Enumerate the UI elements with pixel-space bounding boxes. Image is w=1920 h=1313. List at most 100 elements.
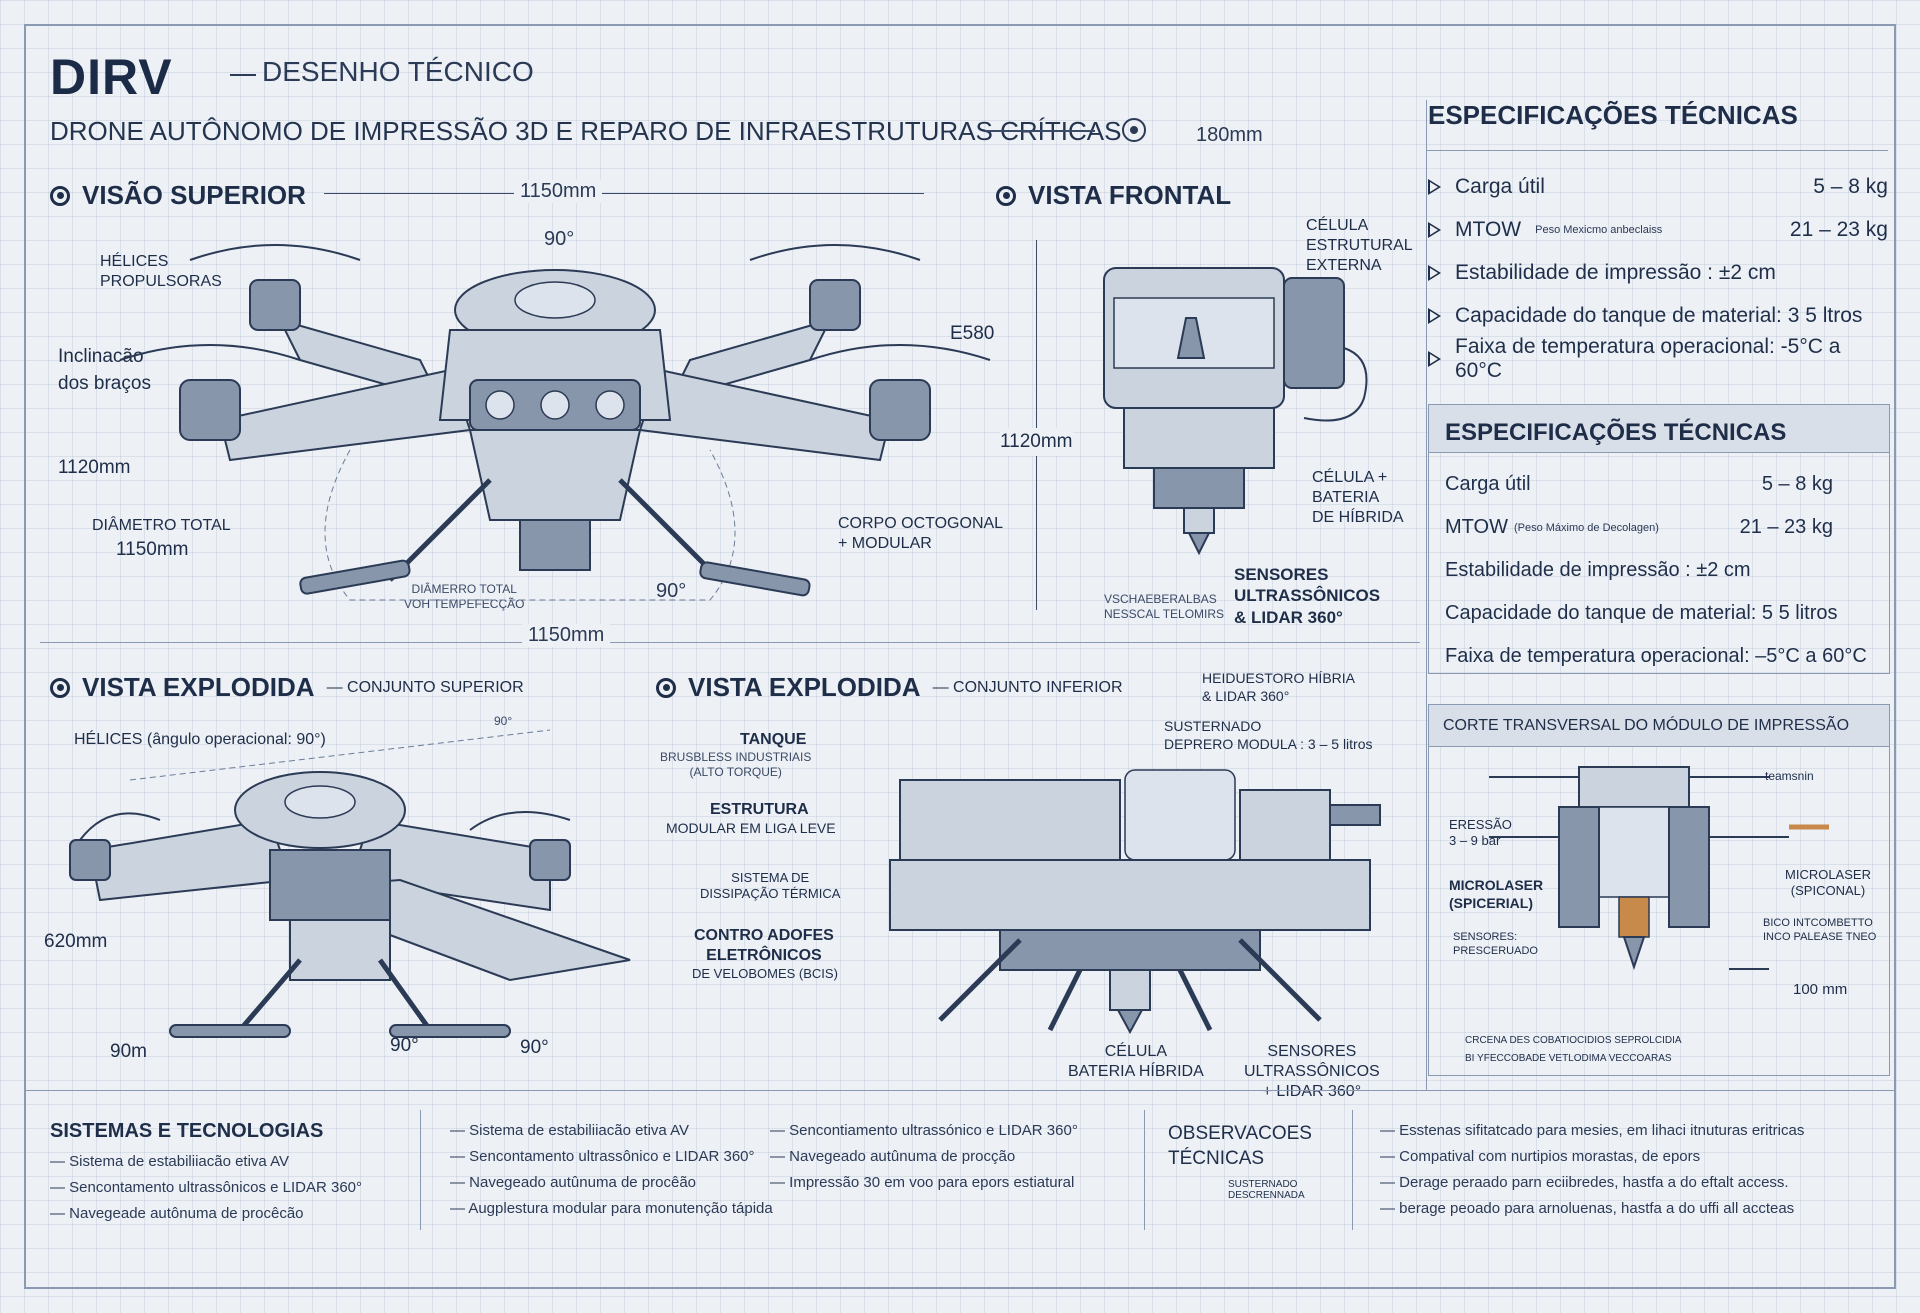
subtitle-measure: 180mm: [1196, 124, 1263, 146]
label-teams: teamsnin: [1765, 769, 1814, 783]
list-item: — Compatival com nurtipios morastas, de …: [1380, 1148, 1701, 1165]
exp-height: 620mm: [44, 931, 108, 952]
label-tanque: TANQUE: [740, 731, 807, 748]
list-item: — Navegeado autûnuma de procção: [770, 1148, 1016, 1165]
label-pressao: ERESSÃO 3 – 9 bar: [1449, 817, 1512, 849]
label-helices-exp: HÉLICES (ângulo operacional: 90°): [74, 731, 326, 748]
section-marker-icon: [996, 185, 1016, 206]
label-estrutura: ESTRUTURA: [710, 801, 809, 818]
front-dim-line: [1036, 240, 1037, 610]
specs-panel-2: ESPECIFICAÇÕES TÉCNICAS Carga útil 5 – 8 …: [1428, 404, 1890, 674]
label-hib: HEIDUESTORO HÍBRIA & LIDAR 360°: [1202, 670, 1355, 704]
label-diametro: DIÂMETRO TOTAL: [92, 517, 231, 534]
notes-col: OBSERVACOES TÉCNICAS SUSTERNADO DESCRENN…: [1168, 1122, 1312, 1201]
spec-label: Carga útil: [1455, 174, 1545, 198]
spec-value: 5 – 8 kg: [1761, 473, 1833, 495]
triangle-bullet-icon: [1428, 307, 1441, 324]
label-modular: MODULAR EM LIGA LEVE: [666, 820, 836, 836]
angle-top: 90°: [544, 228, 575, 250]
spec-row: Faixa de temperatura operacional: –5°C a…: [1429, 635, 1889, 678]
doc-type: DESENHO TÉCNICO: [262, 56, 534, 87]
drone-top-drawing: [119, 244, 991, 601]
list-item: — Sencontiamento ultrassónico e LIDAR 36…: [770, 1122, 1078, 1139]
label-microlaser-r: MICROLASER (SPICONAL): [1785, 867, 1871, 899]
spec-value: 5 – 8 kg: [1813, 174, 1888, 198]
notes-small: SUSTERNADO DESCRENNADA: [1228, 1179, 1305, 1202]
exploded-top-title: VISTA EXPLODIDA — CONJUNTO SUPERIOR: [50, 672, 524, 703]
label-sensores-exp: SENSORES ULTRASSÔNICOS + LIDAR 360°: [1244, 1043, 1380, 1100]
exploded-bottom-drawing: [889, 769, 1381, 1035]
spec-label: MTOW: [1455, 217, 1522, 241]
spec-label: MTOW: [1445, 516, 1508, 538]
label-sensores-front: SENSORES ULTRASSÔNICOS & LIDAR 360°: [1234, 565, 1381, 627]
dim-line-top: [324, 193, 924, 194]
exp-width: 90m: [110, 1041, 147, 1062]
label-brushless: BRUSBLESS INDUSTRIAIS (ALTO TORQUE): [660, 750, 812, 779]
height-left: 1120mm: [58, 457, 131, 478]
top-view-title: VISÃO SUPERIOR: [50, 180, 306, 211]
spec-row: Carga útil 5 – 8 kg: [1429, 463, 1889, 506]
specs-title-2: ESPECIFICAÇÕES TÉCNICAS: [1429, 405, 1889, 453]
label-e580: E580: [950, 323, 995, 344]
col-sep-2: [1144, 1110, 1145, 1230]
triangle-bullet-icon: [1428, 264, 1441, 281]
list-item: — Sistema de estabiliiacão etiva AV: [50, 1153, 290, 1170]
spec-row: Capacidade do tanque de material: 5 5 li…: [1429, 592, 1889, 635]
label-corpo: CORPO OCTOGONAL + MODULAR: [838, 515, 1004, 552]
spec-label: Capacidade do tanque de material: 5 5 li…: [1445, 602, 1838, 624]
front-view-title: VISTA FRONTAL: [996, 180, 1231, 211]
list-item: — Navegeado autûnuma de procêão: [450, 1174, 697, 1191]
spec-value: 21 – 23 kg: [1739, 516, 1833, 538]
notes-title: OBSERVACOES TÉCNICAS: [1168, 1123, 1312, 1169]
label-celula-ext: CÉLULA ESTRUTURAL EXTERNA: [1306, 217, 1413, 274]
spec-label: Faixa de temperatura operacional: -5°C a…: [1455, 334, 1841, 382]
list-item: — Augplestura modular para monutenção tá…: [450, 1200, 773, 1217]
list-item: — Impressão 30 em voo para epors estiatu…: [770, 1174, 1075, 1191]
exp-angle-b1: 90°: [390, 1035, 419, 1056]
spec-label: Faixa de temperatura operacional: –5°C a…: [1445, 645, 1867, 667]
section-marker-icon: [50, 677, 70, 698]
spec-value: 21 – 23 kg: [1789, 217, 1888, 241]
label-diametro-val: 1150mm: [116, 539, 189, 560]
span-bottom: 1150mm: [522, 624, 611, 647]
cross-section-drawing: [1489, 766, 1829, 971]
label-microlaser-l: MICROLASER (SPICERIAL): [1449, 877, 1544, 911]
list-item: — Sistema de estabiliiacão etiva AV: [450, 1122, 690, 1139]
spec-row: Estabilidade de impressão : ±2 cm: [1429, 549, 1889, 592]
list-item: — Sencontamento ultrassônicos e LIDAR 36…: [50, 1179, 362, 1196]
exploded-top-drawing: [69, 729, 631, 1038]
label-inclinacao: Inclinacão dos braços: [58, 346, 151, 394]
specs-title-1: ESPECIFICAÇÕES TÉCNICAS: [1428, 100, 1798, 130]
label-celula-bat: CÉLULA + BATERIA DE HÍBRIDA: [1312, 469, 1404, 526]
section-marker-icon: [50, 185, 70, 206]
list-item: — Sencontamento ultrassônico e LIDAR 360…: [450, 1148, 755, 1165]
list-item: — Navegeade autônuma de procêcão: [50, 1205, 304, 1222]
target-icon: [1122, 118, 1146, 142]
exp-angle-b2: 90°: [520, 1037, 549, 1058]
list-item: — berage peoado para arnoluenas, hastfa …: [1380, 1200, 1795, 1217]
cross-foot-2: BI YFECCOBADE VETLODIMA VECCOARAS: [1465, 1053, 1672, 1064]
cross-section-title: CORTE TRANSVERSAL DO MÓDULO DE IMPRESSÃO: [1429, 705, 1889, 747]
spec-item: Faixa de temperatura operacional: -5°C a…: [1428, 334, 1888, 382]
label-celula-exp: CÉLULA BATERIA HÍBRIDA: [1068, 1043, 1204, 1080]
spec-label: Estabilidade de impressão : ±2 cm: [1455, 260, 1776, 284]
mid-rule: [40, 642, 1420, 643]
label-sust: SUSTERNADO DEPRERO MODULA : 3 – 5 litros: [1164, 718, 1373, 752]
spec-label: Carga útil: [1445, 473, 1531, 495]
spec-row: MTOW(Peso Máximo de Decolagen)21 – 23 kg: [1429, 506, 1889, 549]
bottom-rule: [24, 1090, 1896, 1091]
triangle-bullet-icon: [1428, 221, 1441, 238]
angle-bottom: 90°: [656, 580, 687, 602]
systems-list-1: — Sistema de estabiliiacão etiva AV — Sen…: [50, 1153, 362, 1231]
col-sep-3: [1352, 1110, 1353, 1230]
notes-list: — Esstenas sifitatcado para mesies, em l…: [1380, 1122, 1804, 1226]
list-item: — Esstenas sifitatcado para mesies, em l…: [1380, 1122, 1805, 1139]
specs-panel-1: ESPECIFICAÇÕES TÉCNICAS Carga útil 5 – 8 …: [1428, 100, 1888, 382]
section-marker-icon: [656, 677, 676, 698]
triangle-bullet-icon: [1428, 350, 1441, 367]
label-contro: CONTRO ADOFES ELETRÔNICOS: [694, 927, 834, 964]
right-col-rule: [1426, 100, 1427, 1090]
